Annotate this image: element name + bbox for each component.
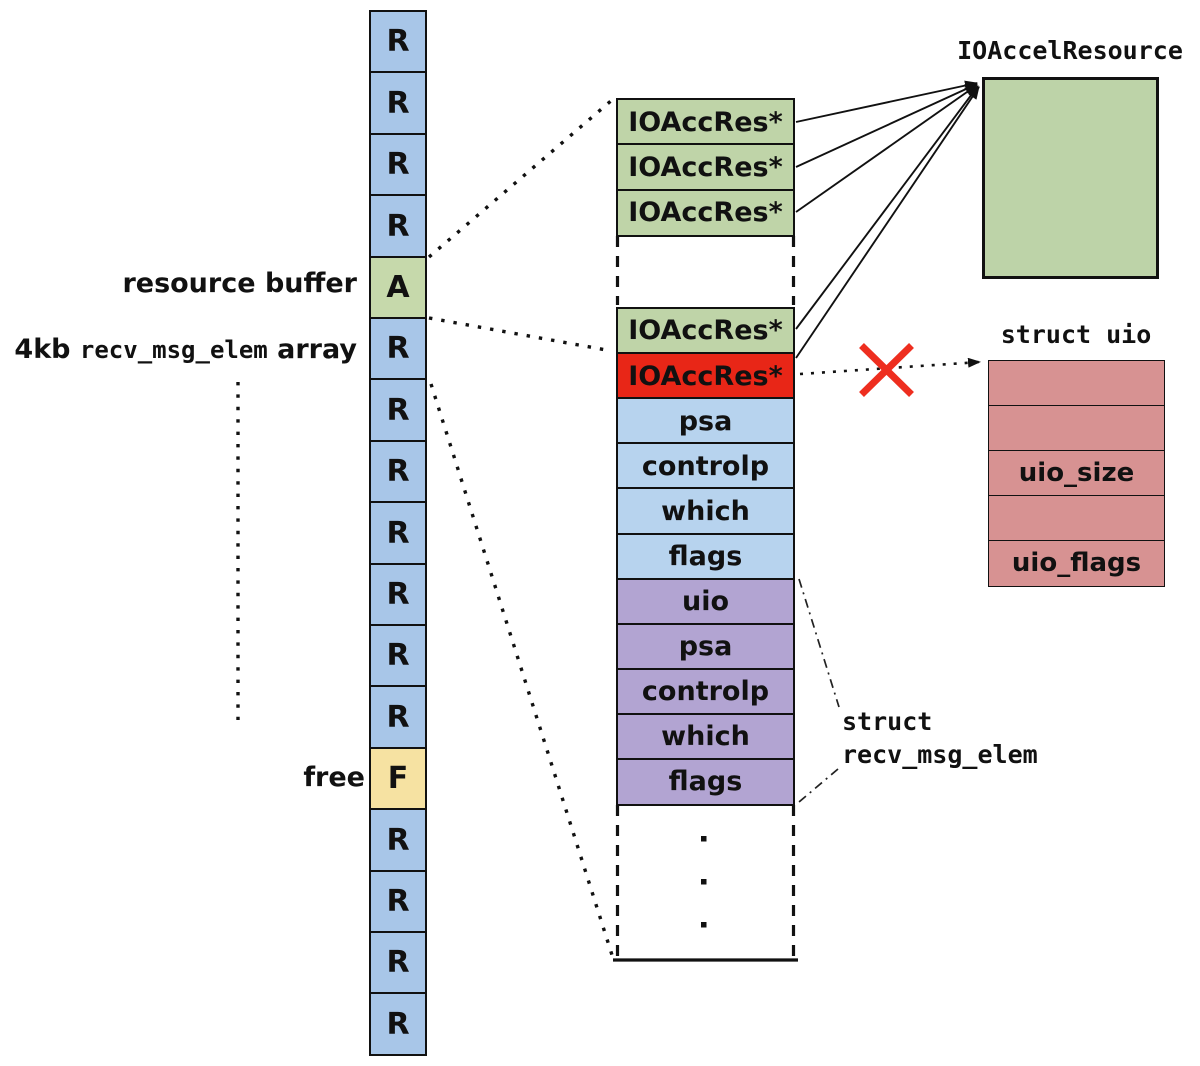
buffer-cell-resource: R bbox=[369, 562, 427, 627]
buffer-cell-resource: R bbox=[369, 71, 427, 136]
dangling-pointer-arrow bbox=[799, 357, 981, 376]
expanded-row-pointer: IOAccRes* bbox=[616, 188, 795, 237]
expanded-row-purple: psa bbox=[616, 622, 795, 671]
struct-extent-lines bbox=[798, 578, 840, 803]
buffer-cell-resource: R bbox=[369, 869, 427, 934]
struct-recv-line1: struct bbox=[842, 707, 933, 736]
expand-top-connector bbox=[427, 98, 614, 259]
expanded-row-dangling: IOAccRes* bbox=[616, 352, 795, 400]
buffer-cell-resource: R bbox=[369, 931, 427, 995]
expanded-row-pointer: IOAccRes* bbox=[616, 98, 795, 147]
struct-recv-line2: recv_msg_elem bbox=[842, 740, 1038, 769]
ioaccelresource-title: IOAccelResource bbox=[957, 36, 1183, 65]
buffer-cell-resource: R bbox=[369, 624, 427, 688]
expanded-row-blue: which bbox=[616, 487, 795, 536]
uio-blank-row bbox=[988, 405, 1165, 452]
invalid-pointer-cross-icon bbox=[859, 343, 914, 397]
buffer-cell-resource: R bbox=[369, 378, 427, 443]
buffer-cell-free: F bbox=[369, 746, 427, 811]
expanded-row-pointer: IOAccRes* bbox=[616, 143, 795, 192]
buffer-cell-resource: R bbox=[369, 10, 427, 74]
array-label-suffix: array bbox=[267, 334, 357, 365]
array-label-prefix: 4kb bbox=[14, 334, 80, 365]
uio-blank-row bbox=[988, 495, 1165, 542]
array-label-mono: recv_msg_elem bbox=[79, 336, 268, 364]
struct-uio-title: struct uio bbox=[1000, 320, 1152, 349]
free-label: free bbox=[303, 762, 365, 793]
array-label: 4kb recv_msg_elem array bbox=[14, 334, 357, 365]
expanded-row-purple: controlp bbox=[616, 667, 795, 716]
buffer-cell-resource: R bbox=[369, 194, 427, 259]
expand-bottom-connector bbox=[429, 383, 614, 956]
uio-blank-row bbox=[988, 360, 1165, 407]
expanded-row-purple: which bbox=[616, 712, 795, 761]
expanded-row-purple: uio bbox=[616, 577, 795, 626]
expanded-row-blue: controlp bbox=[616, 442, 795, 491]
ioaccelresource-box bbox=[982, 77, 1159, 279]
uio-field-row: uio_flags bbox=[988, 540, 1165, 587]
buffer-cell-resource: R bbox=[369, 132, 427, 197]
uio-field-row: uio_size bbox=[988, 450, 1165, 497]
buffer-cell-resource: R bbox=[369, 808, 427, 873]
expanded-row-blue: psa bbox=[616, 397, 795, 446]
expanded-row-purple: flags bbox=[616, 758, 795, 806]
struct-recv-msg-elem-label: struct recv_msg_elem bbox=[842, 705, 1038, 771]
pointer-arrows bbox=[795, 80, 980, 359]
expanded-row-blue: flags bbox=[616, 532, 795, 581]
buffer-cell-allocated: A bbox=[369, 255, 427, 320]
ellipsis-dots bbox=[701, 836, 707, 928]
buffer-cell-resource: R bbox=[369, 317, 427, 381]
buffer-cell-resource: R bbox=[369, 992, 427, 1057]
buffer-cell-resource: R bbox=[369, 685, 427, 750]
buffer-cell-resource: R bbox=[369, 439, 427, 504]
buffer-cell-resource: R bbox=[369, 501, 427, 566]
resource-buffer-label: resource buffer bbox=[122, 268, 357, 299]
expanded-row-pointer: IOAccRes* bbox=[616, 307, 795, 355]
expand-mid-connector bbox=[428, 316, 613, 353]
